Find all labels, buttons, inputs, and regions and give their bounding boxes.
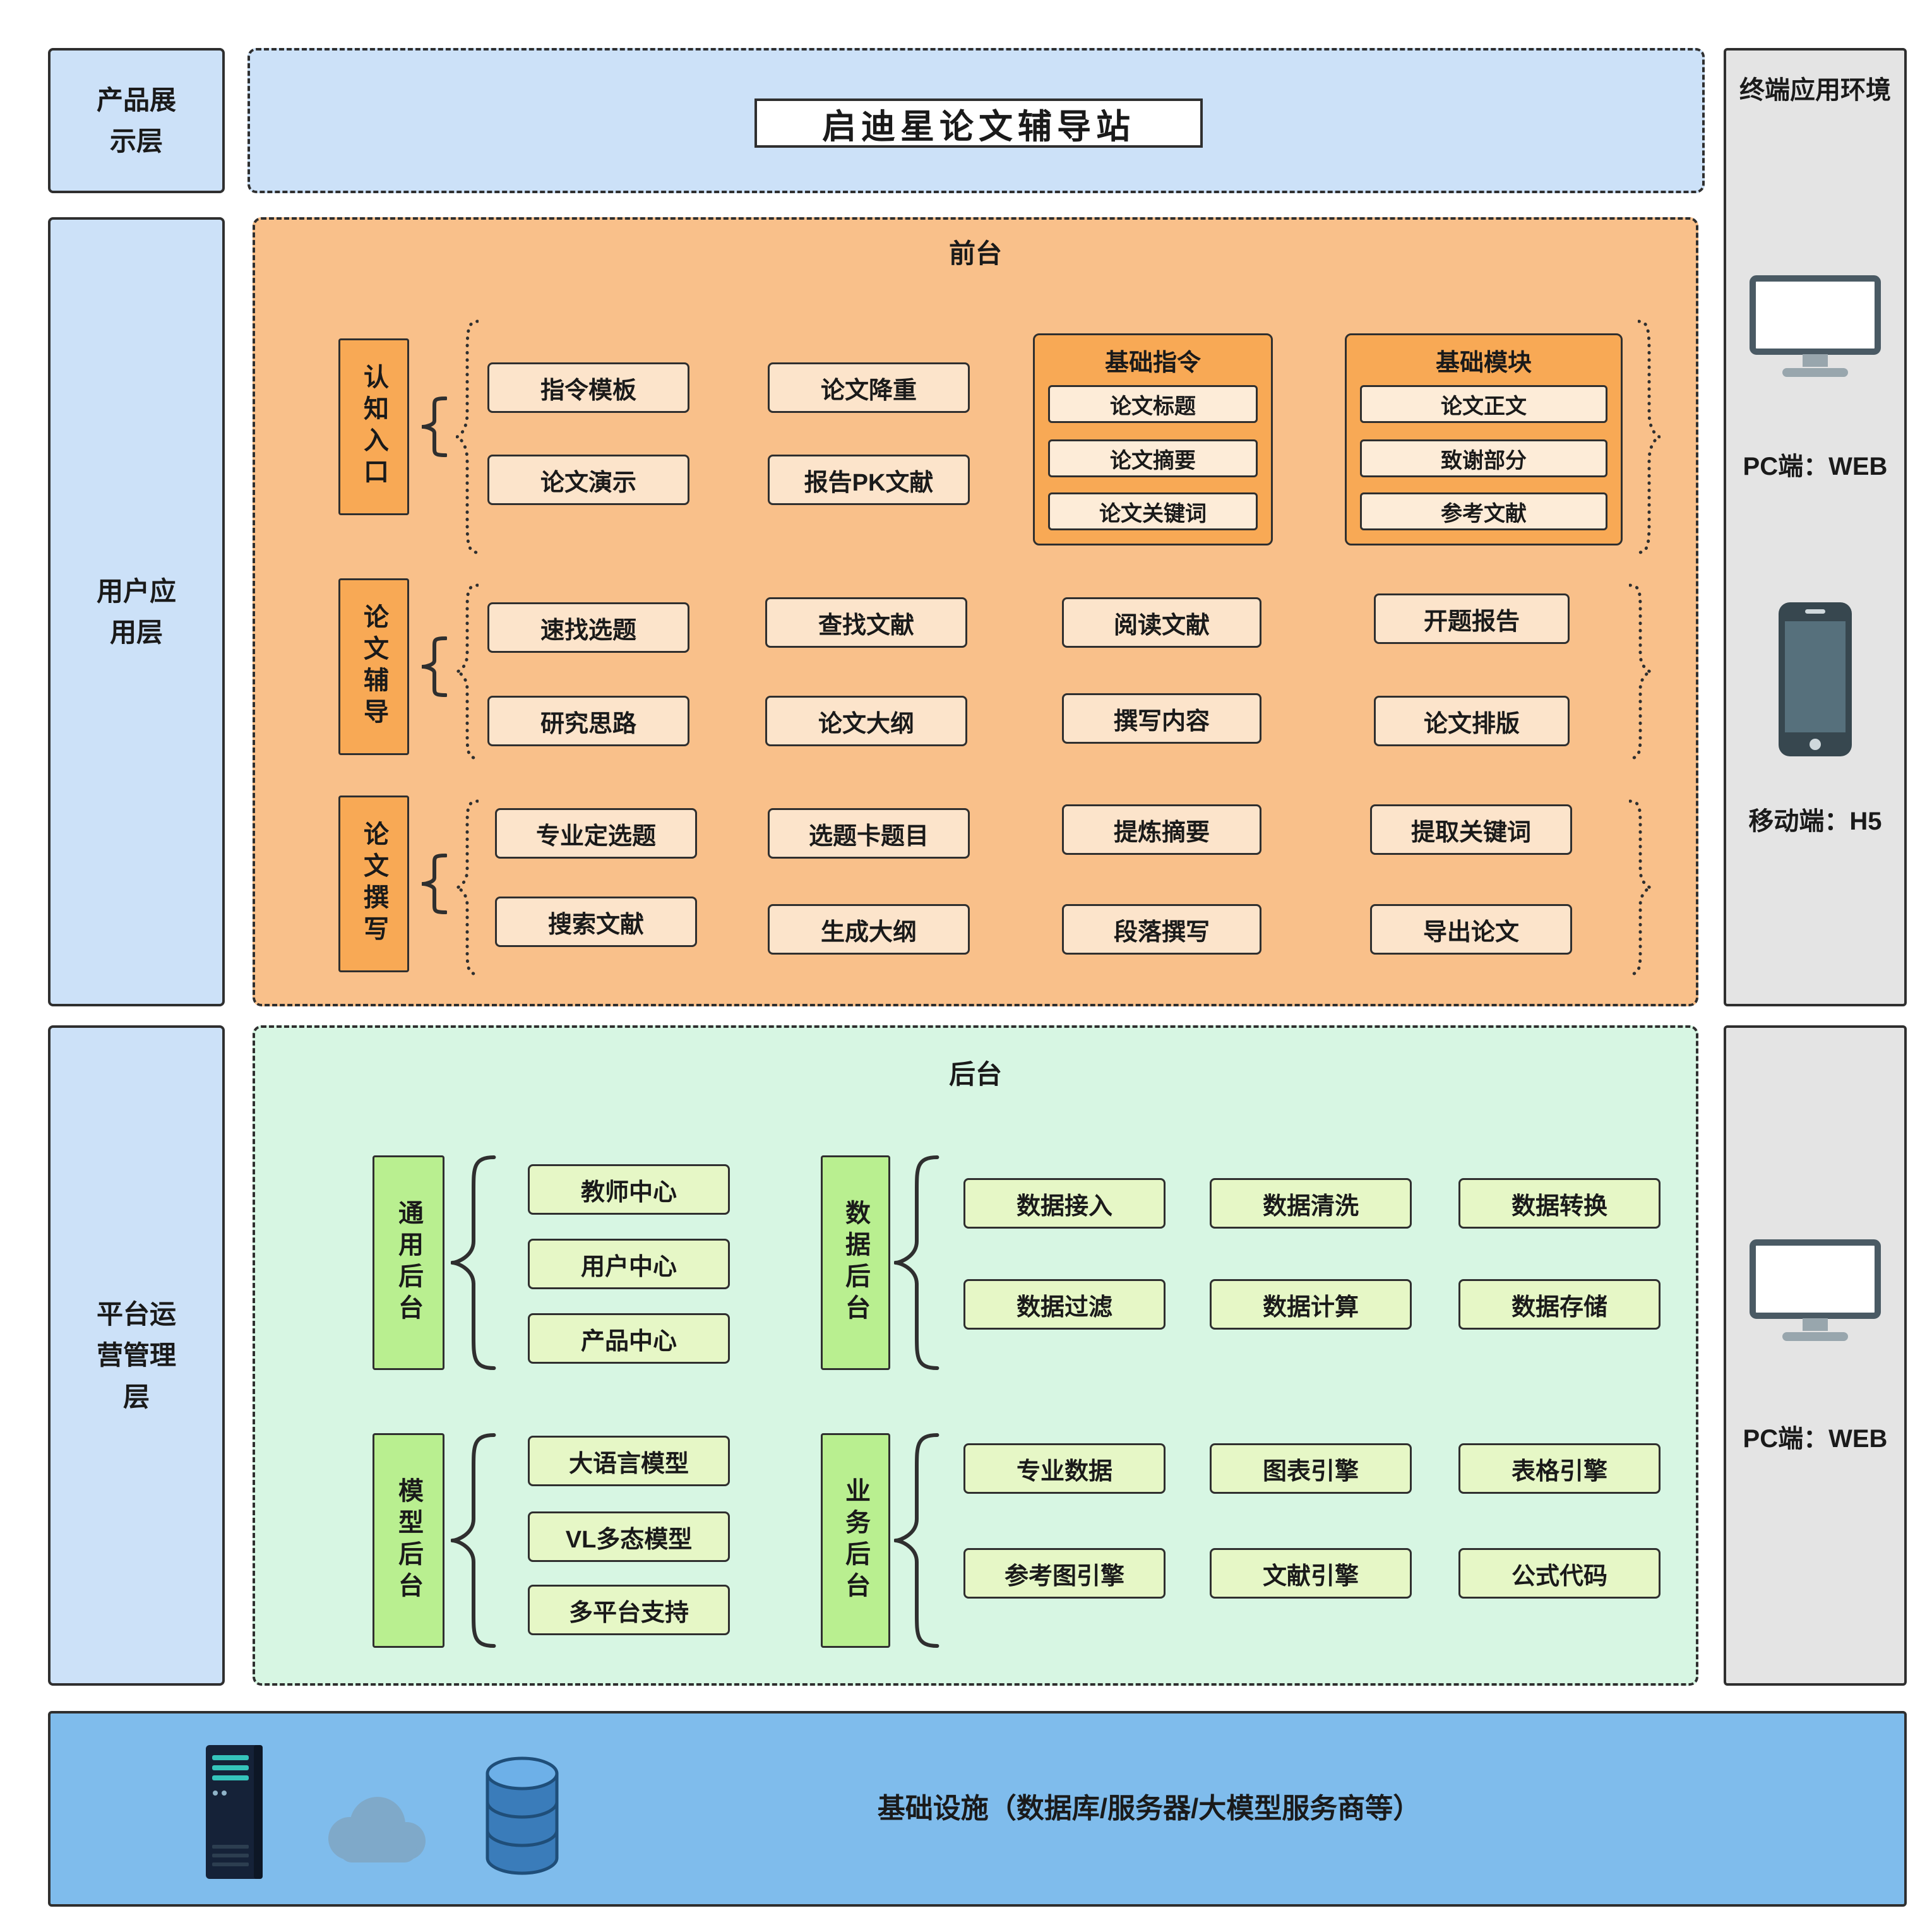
layer-platform-operation: 平台运营管理层 [48, 1025, 225, 1686]
back-box-data-transform: 数据转换 [1458, 1178, 1661, 1229]
layer-product-display-label: 产品展示层 [96, 85, 176, 156]
front-box-paper-body: 论文正文 [1360, 385, 1607, 423]
front-box-paper-dedup: 论文降重 [768, 362, 970, 413]
back-box-llm: 大语言模型 [528, 1436, 730, 1486]
layer-user-application-label: 用户应用层 [96, 576, 176, 647]
front-box-instruction-template: 指令模板 [487, 362, 689, 413]
front-box-paragraph-writing: 段落撰写 [1062, 904, 1261, 955]
front-side-paper-tutoring: 论文辅导 [338, 578, 409, 755]
database-icon [475, 1753, 569, 1879]
back-box-table-engine: 表格引擎 [1458, 1443, 1661, 1494]
front-box-acknowledgement: 致谢部分 [1360, 439, 1607, 477]
back-box-data-access: 数据接入 [963, 1178, 1166, 1229]
smartphone-icon [1777, 601, 1853, 758]
back-side-model: 模型后台 [373, 1433, 444, 1648]
terminal-mobile-label: 移动端：H5 [1748, 808, 1882, 835]
monitor-icon [1749, 275, 1881, 385]
front-box-references: 参考文献 [1360, 492, 1607, 530]
front-box-extract-keywords: 提取关键词 [1370, 804, 1572, 855]
title-bar: 启迪星论文辅导站 [247, 48, 1705, 193]
front-box-paper-outline: 论文大纲 [765, 696, 967, 746]
front-box-proposal-report: 开题报告 [1374, 593, 1570, 644]
front-box-export-paper: 导出论文 [1370, 904, 1572, 955]
front-side-paper-writing: 论文撰写 [338, 796, 409, 972]
back-box-data-storage: 数据存储 [1458, 1279, 1661, 1330]
front-box-read-literature: 阅读文献 [1062, 597, 1261, 648]
front-box-search-literature: 搜索文献 [495, 897, 697, 947]
infrastructure-label: 基础设施（数据库/服务器/大模型服务商等） [877, 1793, 1421, 1824]
front-box-paper-layout: 论文排版 [1374, 696, 1570, 746]
layer-user-application: 用户应用层 [48, 217, 225, 1006]
server-icon [202, 1744, 271, 1880]
front-box-pro-topic: 专业定选题 [495, 808, 697, 859]
layer-product-display: 产品展示层 [48, 48, 225, 193]
back-side-general: 通用后台 [373, 1155, 444, 1370]
group-basic-modules-title: 基础模块 [1435, 350, 1532, 376]
back-box-chart-engine: 图表引擎 [1210, 1443, 1412, 1494]
group-basic-instructions-title: 基础指令 [1104, 350, 1201, 376]
back-side-business: 业务后台 [821, 1433, 890, 1648]
back-box-data-compute: 数据计算 [1210, 1279, 1412, 1330]
page-title: 启迪星论文辅导站 [754, 98, 1203, 148]
layer-platform-operation-label: 平台运营管理层 [96, 1299, 176, 1412]
front-box-find-literature: 查找文献 [765, 597, 967, 648]
back-side-data: 数据后台 [821, 1155, 890, 1370]
back-box-vl-model: VL多态模型 [528, 1511, 730, 1562]
front-box-topic-card: 选题卡题目 [768, 808, 970, 859]
front-box-write-content: 撰写内容 [1062, 693, 1261, 744]
front-box-paper-title: 论文标题 [1048, 385, 1258, 423]
back-box-product-center: 产品中心 [528, 1313, 730, 1364]
back-box-data-cleaning: 数据清洗 [1210, 1178, 1412, 1229]
terminal-env-title: 终端应用环境 [1739, 76, 1891, 104]
infrastructure-bar [48, 1711, 1907, 1907]
back-section-label: 后台 [948, 1059, 1002, 1089]
front-box-paper-abstract: 论文摘要 [1048, 439, 1258, 477]
front-section-label: 前台 [948, 239, 1002, 268]
front-box-generate-outline: 生成大纲 [768, 904, 970, 955]
front-box-report-pk: 报告PK文献 [768, 455, 970, 505]
terminal-pc-label-2: PC端：WEB [1743, 1425, 1888, 1453]
terminal-env-panel [1724, 48, 1907, 1006]
back-box-teacher-center: 教师中心 [528, 1164, 730, 1215]
back-box-user-center: 用户中心 [528, 1239, 730, 1289]
back-box-multi-platform: 多平台支持 [528, 1585, 730, 1635]
front-box-paper-demo: 论文演示 [487, 455, 689, 505]
back-box-formula-code: 公式代码 [1458, 1548, 1661, 1599]
back-box-reference-figure-engine: 参考图引擎 [963, 1548, 1166, 1599]
back-box-pro-data: 专业数据 [963, 1443, 1166, 1494]
front-box-research-idea: 研究思路 [487, 696, 689, 746]
back-box-literature-engine: 文献引擎 [1210, 1548, 1412, 1599]
cloud-icon [314, 1792, 438, 1865]
terminal-pc-label: PC端：WEB [1743, 453, 1888, 480]
terminal-pc-panel [1724, 1025, 1907, 1686]
back-box-data-filter: 数据过滤 [963, 1279, 1166, 1330]
front-side-cognitive-entry: 认知入口 [338, 338, 409, 515]
front-box-quick-topic: 速找选题 [487, 602, 689, 653]
front-box-refine-abstract: 提炼摘要 [1062, 804, 1261, 855]
monitor-icon-2 [1749, 1239, 1881, 1349]
front-box-paper-keywords: 论文关键词 [1048, 492, 1258, 530]
